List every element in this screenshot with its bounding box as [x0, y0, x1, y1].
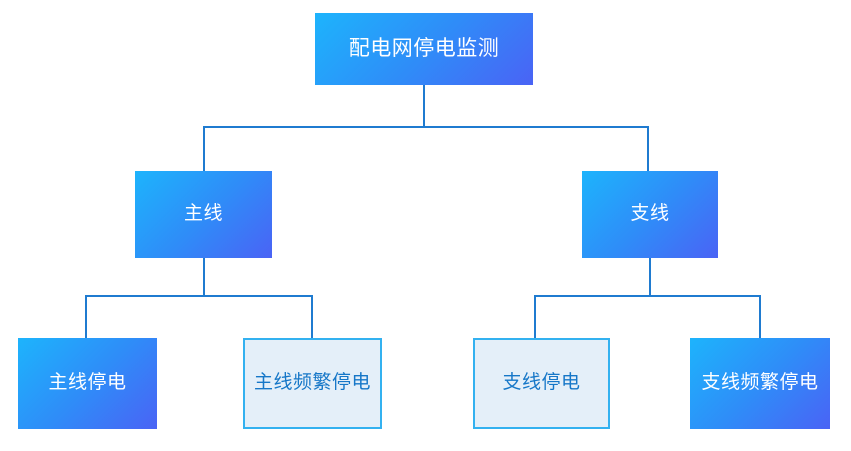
connector-drop-main-line	[203, 126, 205, 172]
connector-right-bus	[534, 295, 761, 297]
connector-top-bus	[203, 126, 647, 128]
connector-root-stem	[423, 85, 425, 127]
connector-drop-branch-outage	[534, 295, 536, 339]
connector-main-line-stem	[203, 258, 205, 296]
connector-drop-main-frequent-outage	[311, 295, 313, 339]
node-main-outage[interactable]: 主线停电	[18, 338, 157, 429]
node-main-frequent-outage[interactable]: 主线频繁停电	[243, 338, 382, 429]
connector-drop-branch-line	[647, 126, 649, 172]
node-branch-line[interactable]: 支线	[582, 171, 718, 258]
node-main-line[interactable]: 主线	[135, 171, 272, 258]
connector-drop-main-outage	[85, 295, 87, 339]
node-branch-outage[interactable]: 支线停电	[473, 338, 610, 429]
connector-drop-branch-frequent-outage	[759, 295, 761, 339]
connector-left-bus	[85, 295, 313, 297]
connector-branch-line-stem	[649, 258, 651, 296]
node-root[interactable]: 配电网停电监测	[315, 13, 533, 85]
node-branch-frequent-outage[interactable]: 支线频繁停电	[690, 338, 830, 429]
